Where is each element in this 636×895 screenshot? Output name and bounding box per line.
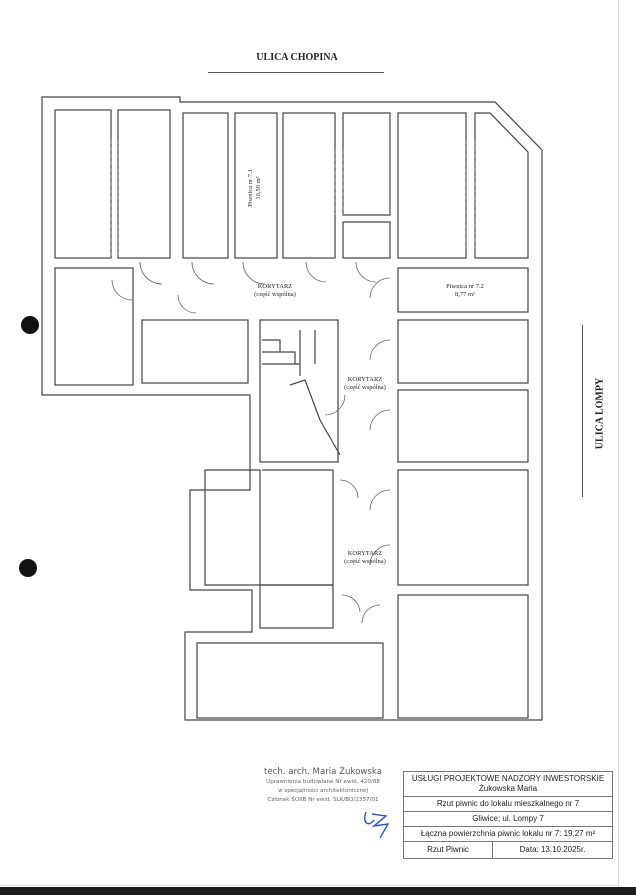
- cellar-7-1-area: 10,50 m²: [255, 176, 262, 200]
- cellar-room: [196, 642, 384, 719]
- total-area: Łączna powierzchnia piwnic lokalu nr 7: …: [404, 827, 612, 842]
- drawing-title: Rzut piwnic do lokalu mieszkalnego nr 7: [404, 797, 612, 812]
- company-name: USŁUGI PROJEKTOWE NADZORY INWESTORSKIE: [411, 774, 605, 783]
- owner-name: Żukowska Maria: [478, 784, 538, 793]
- staircase: [262, 330, 316, 376]
- corridor-label: KORYTARZ (część wspólna): [240, 283, 310, 299]
- title-block-footer: Rzut Piwnic Data: 13.10.2025r.: [404, 842, 612, 858]
- stamp-name: tech. arch. Maria Żukowska: [264, 767, 382, 777]
- cellar-7-1-name: Piwnica nr 7.1: [247, 169, 254, 207]
- punch-hole: [19, 559, 37, 577]
- address: Gliwice; ul. Lompy 7: [404, 812, 612, 827]
- cellar-room: [342, 221, 391, 259]
- street-line-right: [582, 325, 583, 497]
- cellar-room: [282, 112, 336, 259]
- street-label-top: ULICA CHOPINA: [256, 52, 338, 63]
- stamp-line: Członek ŚOIIB Nr ewid. SLK/BO/2357/01: [267, 797, 379, 803]
- corridor-name: KORYTARZ: [257, 283, 293, 290]
- drawing-date: Data: 13.10.2025r.: [492, 842, 612, 858]
- punch-hole: [21, 316, 39, 334]
- architect-stamp: tech. arch. Maria Żukowska Uprawnienia b…: [248, 766, 398, 805]
- cellar-room: [54, 109, 112, 259]
- street-line-top: [208, 72, 384, 73]
- cellar-room: [474, 112, 529, 259]
- cellar-room: [397, 319, 529, 384]
- staircase-block: [259, 319, 339, 463]
- cellar-room: [204, 469, 334, 586]
- cellar-room: [397, 469, 529, 586]
- cellar-room: [397, 594, 529, 719]
- cellar-room: [259, 584, 334, 629]
- cellar-7-2-name: Piwnica nr 7.2: [446, 283, 484, 290]
- title-block-company: USŁUGI PROJEKTOWE NADZORY INWESTORSKIE Ż…: [404, 772, 612, 797]
- drawing-name: Rzut Piwnic: [427, 845, 469, 854]
- corridor-name: KORYTARZ: [347, 550, 383, 557]
- bottom-bar: [0, 887, 636, 895]
- corridor-label: KORYTARZ (część wspólna): [330, 376, 400, 392]
- corridor-label: KORYTARZ (część wspólna): [330, 550, 400, 566]
- corridor-name: KORYTARZ: [347, 376, 383, 383]
- corridor-note: (część wspólna): [344, 558, 386, 565]
- outer-wall: [41, 96, 543, 721]
- stamp-line: w specjalności architektonicznej: [277, 788, 369, 794]
- stair-wall: [289, 379, 341, 456]
- cellar-7-1-room: [234, 112, 278, 259]
- cellar-room: [54, 267, 134, 386]
- corridor-note: (część wspólna): [344, 384, 386, 391]
- cellar-room: [342, 112, 391, 216]
- cellar-7-2-label: Piwnica nr 7.2 8,77 m²: [425, 283, 505, 299]
- cellar-room: [182, 112, 229, 259]
- cellar-room: [117, 109, 171, 259]
- cellar-room: [397, 112, 467, 259]
- cellar-7-2-area: 8,77 m²: [454, 291, 475, 298]
- document-page: [0, 0, 619, 886]
- title-block: USŁUGI PROJEKTOWE NADZORY INWESTORSKIE Ż…: [403, 771, 613, 859]
- stamp-line: Uprawnienia budowlane Nr ewid. 420/88: [266, 779, 380, 785]
- corridor-note: (część wspólna): [254, 291, 296, 298]
- cellar-7-1-label: Piwnica nr 7.1 10,50 m²: [247, 158, 263, 218]
- cellar-room: [397, 389, 529, 463]
- cellar-room: [141, 319, 249, 384]
- cellar-7-2-room: [397, 267, 529, 313]
